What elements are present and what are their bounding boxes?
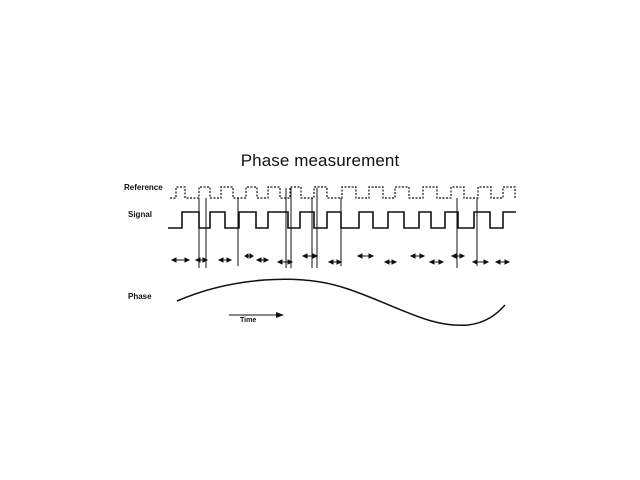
phase-label: Phase — [128, 292, 152, 301]
signal-label: Signal — [128, 210, 153, 219]
phase-difference-lines — [198, 188, 478, 268]
reference-waveform — [170, 186, 516, 199]
right-arrow-icon — [229, 312, 284, 318]
signal-waveform — [168, 211, 516, 229]
interval-markers — [170, 253, 511, 265]
time-label: Time — [240, 317, 257, 324]
reference-label: Reference — [124, 183, 163, 192]
phase-curve — [176, 278, 506, 326]
diagram-title: Phase measurement — [240, 151, 400, 170]
